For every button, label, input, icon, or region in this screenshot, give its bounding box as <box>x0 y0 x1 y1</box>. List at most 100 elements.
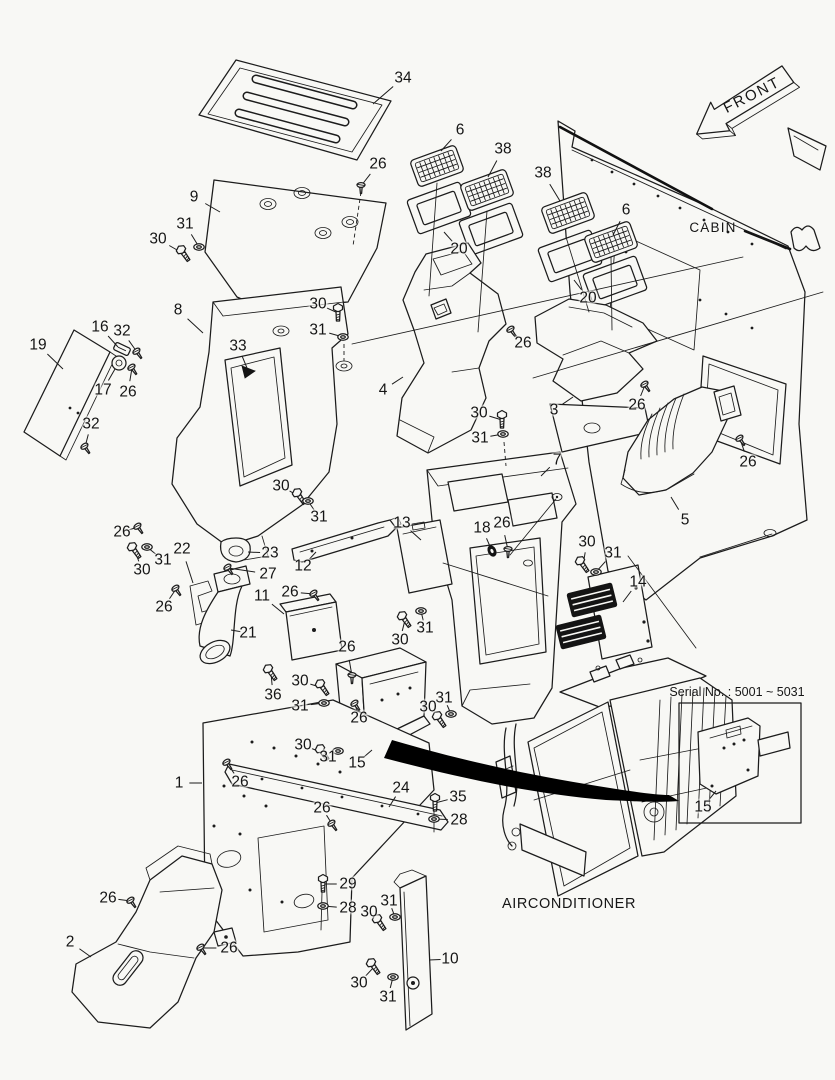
part-19-side-panel <box>23 329 117 461</box>
part-callout-31: 31 <box>291 697 309 715</box>
part-callout-14: 14 <box>629 573 647 591</box>
part-callout-30: 30 <box>291 672 309 690</box>
screw-icon <box>170 583 185 599</box>
part-3-right-duct <box>534 298 658 453</box>
part-callout-30: 30 <box>419 698 437 716</box>
serial-inset-box <box>678 702 802 824</box>
part-callout-35: 35 <box>449 788 467 806</box>
part-5-bellows-duct <box>620 385 742 496</box>
part-callout-23: 23 <box>261 544 279 562</box>
part-callout-24: 24 <box>392 779 410 797</box>
part-callout-31: 31 <box>604 544 622 562</box>
part-callout-4: 4 <box>378 381 388 399</box>
part-callout-30: 30 <box>309 295 327 313</box>
part-callout-5: 5 <box>680 511 690 529</box>
part-callout-31: 31 <box>471 429 489 447</box>
part-7-console-pillar <box>426 451 577 725</box>
part-callout-2: 2 <box>65 933 75 951</box>
part-callout-28: 28 <box>450 811 468 829</box>
part-callout-13: 13 <box>393 514 411 532</box>
part-6-grille <box>409 144 465 188</box>
part-callout-26: 26 <box>99 889 117 907</box>
washer-icon <box>428 815 440 823</box>
washer-icon <box>302 497 314 505</box>
bolt-icon <box>174 243 193 264</box>
part-callout-17: 17 <box>94 381 112 399</box>
part-callout-3: 3 <box>549 401 559 419</box>
part-callout-21: 21 <box>239 624 257 642</box>
front-arrow-label: FRONT <box>721 74 784 117</box>
part-callout-26: 26 <box>281 583 299 601</box>
part-callout-32: 32 <box>113 322 131 340</box>
part-17-ring <box>111 355 127 371</box>
part-16-clip <box>113 342 131 356</box>
part-callout-30: 30 <box>470 404 488 422</box>
part-callout-26: 26 <box>119 383 137 401</box>
part-callout-31: 31 <box>380 892 398 910</box>
front-direction-arrow: FRONT <box>696 65 801 140</box>
bolt-icon <box>313 677 332 698</box>
part-callout-38: 38 <box>534 164 552 182</box>
part-callout-20: 20 <box>450 240 468 258</box>
airconditioner-unit <box>495 654 737 897</box>
part-callout-10: 10 <box>441 950 459 968</box>
bolt-icon <box>261 662 280 683</box>
part-callout-26: 26 <box>113 523 131 541</box>
construction-lines <box>320 182 824 931</box>
part-callout-7: 7 <box>552 451 562 469</box>
washer-icon <box>141 543 153 551</box>
serial-note-label: Serial No. : 5001 ~ 5031 <box>669 685 804 699</box>
part-callout-6: 6 <box>621 201 631 219</box>
part-callout-26: 26 <box>369 155 387 173</box>
part-21-drain-pipe <box>198 565 251 665</box>
part-callout-15: 15 <box>348 754 366 772</box>
part-11-bracket <box>279 593 343 661</box>
part-callout-28: 28 <box>339 899 357 917</box>
bolt-icon <box>364 956 383 977</box>
part-callout-22: 22 <box>173 540 191 558</box>
part-24-angle-rail <box>224 763 449 831</box>
washer-icon <box>387 973 399 981</box>
part-callout-26: 26 <box>350 709 368 727</box>
washer-icon <box>497 430 509 438</box>
part-callout-31: 31 <box>319 748 337 766</box>
part-callout-26: 26 <box>155 598 173 616</box>
bolt-icon <box>573 554 592 575</box>
flow-arrow <box>384 740 679 802</box>
bolt-icon <box>125 540 144 561</box>
part-callout-26: 26 <box>338 638 356 656</box>
part-callout-31: 31 <box>379 988 397 1006</box>
part-callout-31: 31 <box>435 689 453 707</box>
airconditioner-label: AIRCONDITIONER <box>502 896 636 912</box>
part-callout-1: 1 <box>174 774 184 792</box>
part-callout-15: 15 <box>694 798 712 816</box>
part-callout-26: 26 <box>739 453 757 471</box>
bolt-icon <box>395 609 414 630</box>
part-callout-26: 26 <box>628 396 646 414</box>
part-callout-30: 30 <box>391 631 409 649</box>
screw-icon <box>356 181 366 195</box>
part-callout-31: 31 <box>416 619 434 637</box>
part-callout-29: 29 <box>339 875 357 893</box>
screw-icon <box>126 362 141 378</box>
part-callout-31: 31 <box>309 321 327 339</box>
screw-icon <box>131 346 146 362</box>
part-14-bracket <box>555 564 653 660</box>
part-callout-6: 6 <box>455 121 465 139</box>
part-callout-33: 33 <box>229 337 247 355</box>
part-callout-30: 30 <box>133 561 151 579</box>
part-23-gasket <box>219 537 251 563</box>
part-callout-19: 19 <box>29 336 47 354</box>
part-callout-32: 32 <box>82 415 100 433</box>
part-34-floor-mat <box>198 59 392 161</box>
cabin-label: CABIN <box>689 220 736 235</box>
part-callout-34: 34 <box>394 69 412 87</box>
washer-icon <box>415 607 427 615</box>
part-13-cover-lid <box>396 519 453 594</box>
part-callout-18: 18 <box>473 519 491 537</box>
washer-icon <box>590 568 602 576</box>
part-callout-31: 31 <box>154 551 172 569</box>
washer-icon <box>389 913 401 921</box>
part-callout-36: 36 <box>264 686 282 704</box>
part-33-clip <box>241 365 256 379</box>
